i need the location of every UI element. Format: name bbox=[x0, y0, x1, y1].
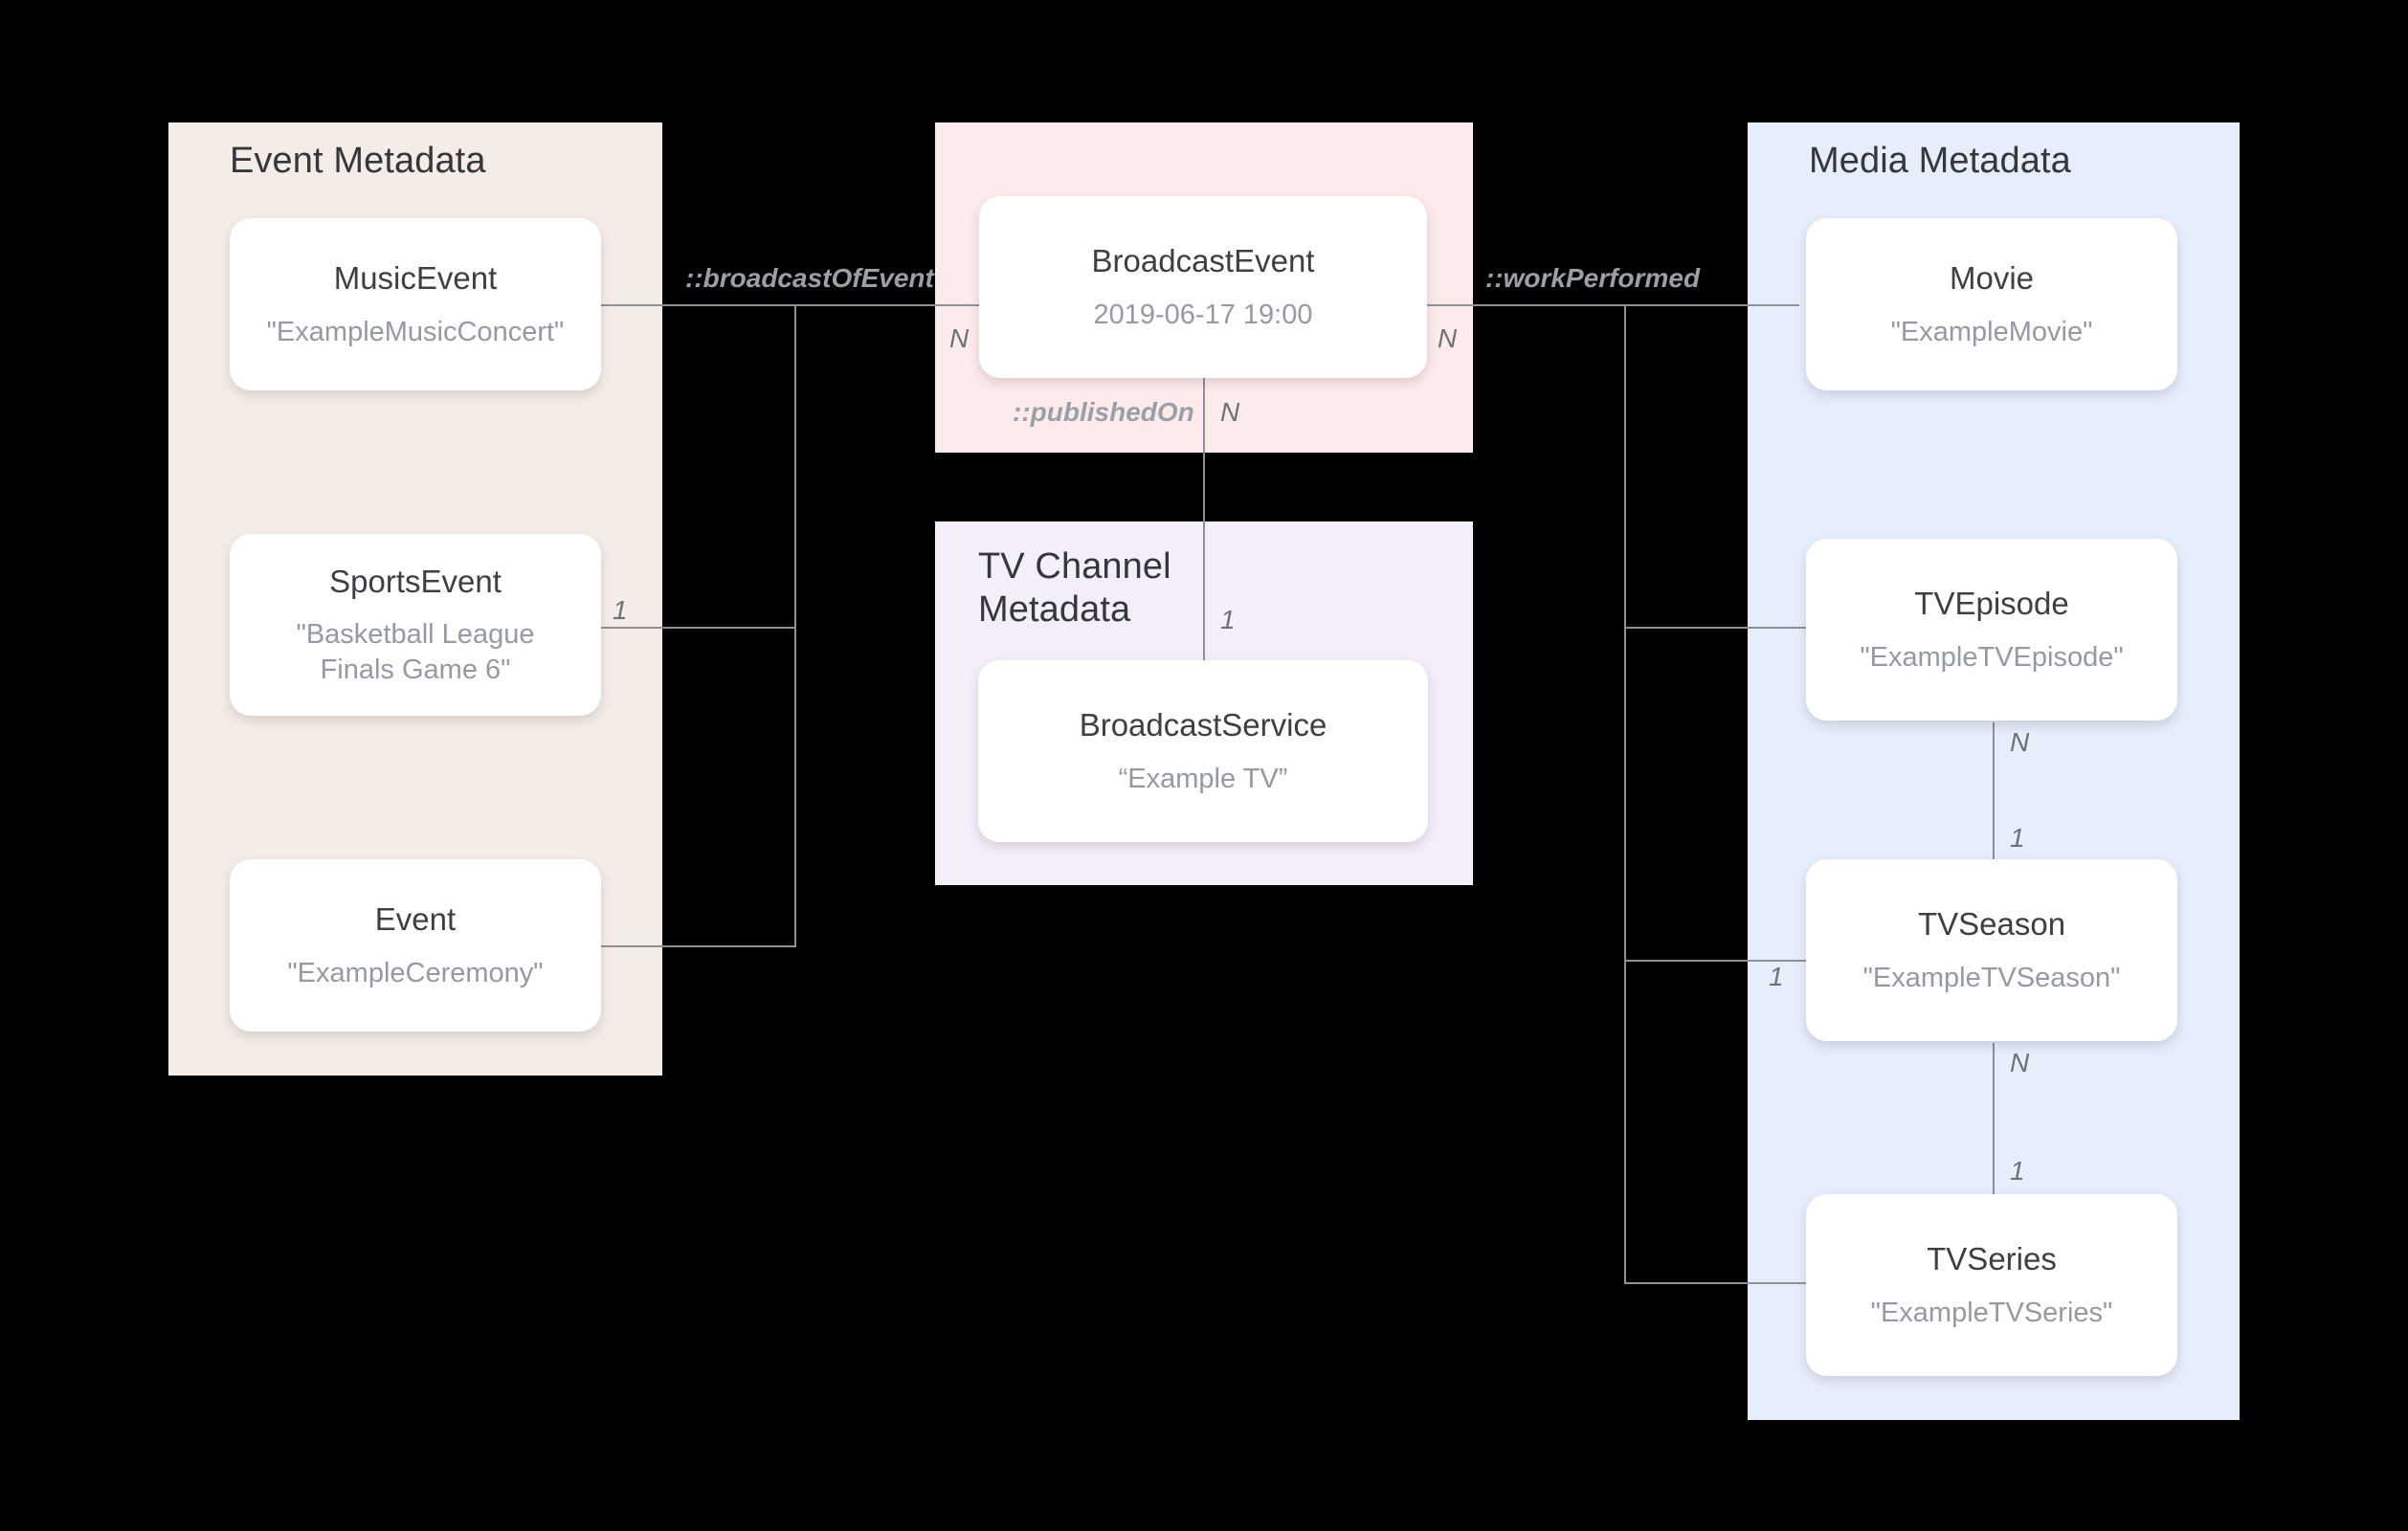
node-tv-series[interactable]: TVSeries "ExampleTVSeries" bbox=[1806, 1194, 2177, 1376]
panel-title-tv-channel: TV Channel Metadata bbox=[978, 546, 1171, 630]
node-value: 2019-06-17 19:00 bbox=[1093, 299, 1313, 330]
node-broadcast-service[interactable]: BroadcastService “Example TV” bbox=[978, 660, 1428, 842]
node-value: "Basketball League Finals Game 6" bbox=[296, 619, 535, 685]
connector-right-trunk bbox=[1624, 304, 1626, 1282]
connector-tv-series bbox=[1624, 1282, 1806, 1284]
node-value: "ExampleTVSeries" bbox=[1870, 1297, 2113, 1328]
node-value: “Example TV” bbox=[1118, 763, 1288, 794]
node-title: Movie bbox=[1949, 259, 2035, 296]
cardinality-tv-season-top: 1 bbox=[2010, 823, 2025, 853]
node-title: MusicEvent bbox=[333, 259, 498, 296]
relation-label-work-performed: ::workPerformed bbox=[1485, 263, 1701, 293]
panel-title-event-metadata: Event Metadata bbox=[230, 141, 486, 181]
panel-title-media-metadata: Media Metadata bbox=[1809, 141, 2071, 181]
cardinality-sports-event-right: 1 bbox=[613, 595, 628, 625]
node-title: TVSeries bbox=[1927, 1240, 2057, 1276]
connector-tv-season bbox=[1624, 960, 1806, 962]
node-broadcast-event[interactable]: BroadcastEvent 2019-06-17 19:00 bbox=[979, 196, 1427, 378]
cardinality-tv-episode-bottom: N bbox=[2010, 727, 2030, 757]
relation-label-published-on: ::publishedOn bbox=[1013, 397, 1194, 427]
node-value: "ExampleTVEpisode" bbox=[1860, 641, 2124, 673]
node-tv-episode[interactable]: TVEpisode "ExampleTVEpisode" bbox=[1806, 539, 2177, 721]
node-value: "ExampleMusicConcert" bbox=[266, 316, 565, 347]
relation-label-broadcast-of-event: ::broadcastOfEvent bbox=[685, 263, 934, 293]
node-title: TVEpisode bbox=[1914, 585, 2069, 621]
node-title: TVSeason bbox=[1917, 905, 2066, 942]
connector-episode-season bbox=[1993, 722, 1995, 904]
node-value: "ExampleTVSeason" bbox=[1862, 962, 2121, 993]
cardinality-broadcast-event-right: N bbox=[1438, 323, 1458, 353]
node-value: "ExampleMovie" bbox=[1890, 316, 2093, 347]
connector-season-series bbox=[1993, 1043, 1995, 1225]
connector-published-on bbox=[1203, 378, 1205, 660]
node-title: BroadcastService bbox=[1079, 706, 1327, 743]
node-title: SportsEvent bbox=[329, 563, 502, 599]
cardinality-tv-season-left: 1 bbox=[1769, 962, 1784, 991]
connector-broadcast-of-event bbox=[660, 304, 980, 306]
node-title: BroadcastEvent bbox=[1091, 242, 1315, 278]
cardinality-tv-series-top: 1 bbox=[2010, 1156, 2025, 1186]
cardinality-tv-season-bottom: N bbox=[2010, 1048, 2030, 1077]
node-music-event[interactable]: MusicEvent "ExampleMusicConcert" bbox=[230, 218, 601, 390]
connector-left-trunk bbox=[794, 304, 796, 947]
node-sports-event[interactable]: SportsEvent "Basketball League Finals Ga… bbox=[230, 534, 601, 716]
connector-tv-episode bbox=[1624, 627, 1806, 629]
node-movie[interactable]: Movie "ExampleMovie" bbox=[1806, 218, 2177, 390]
cardinality-broadcast-event-left: N bbox=[949, 323, 970, 353]
cardinality-broadcast-service-top: 1 bbox=[1220, 605, 1236, 634]
connector-sports-event bbox=[597, 627, 796, 629]
connector-event bbox=[597, 945, 796, 947]
node-title: Event bbox=[374, 900, 457, 937]
node-event[interactable]: Event "ExampleCeremony" bbox=[230, 859, 601, 1032]
node-tv-season[interactable]: TVSeason "ExampleTVSeason" bbox=[1806, 859, 2177, 1041]
cardinality-broadcast-event-bottom: N bbox=[1220, 397, 1240, 427]
node-value: "ExampleCeremony" bbox=[287, 957, 544, 988]
connector-work-performed bbox=[1426, 304, 1799, 306]
